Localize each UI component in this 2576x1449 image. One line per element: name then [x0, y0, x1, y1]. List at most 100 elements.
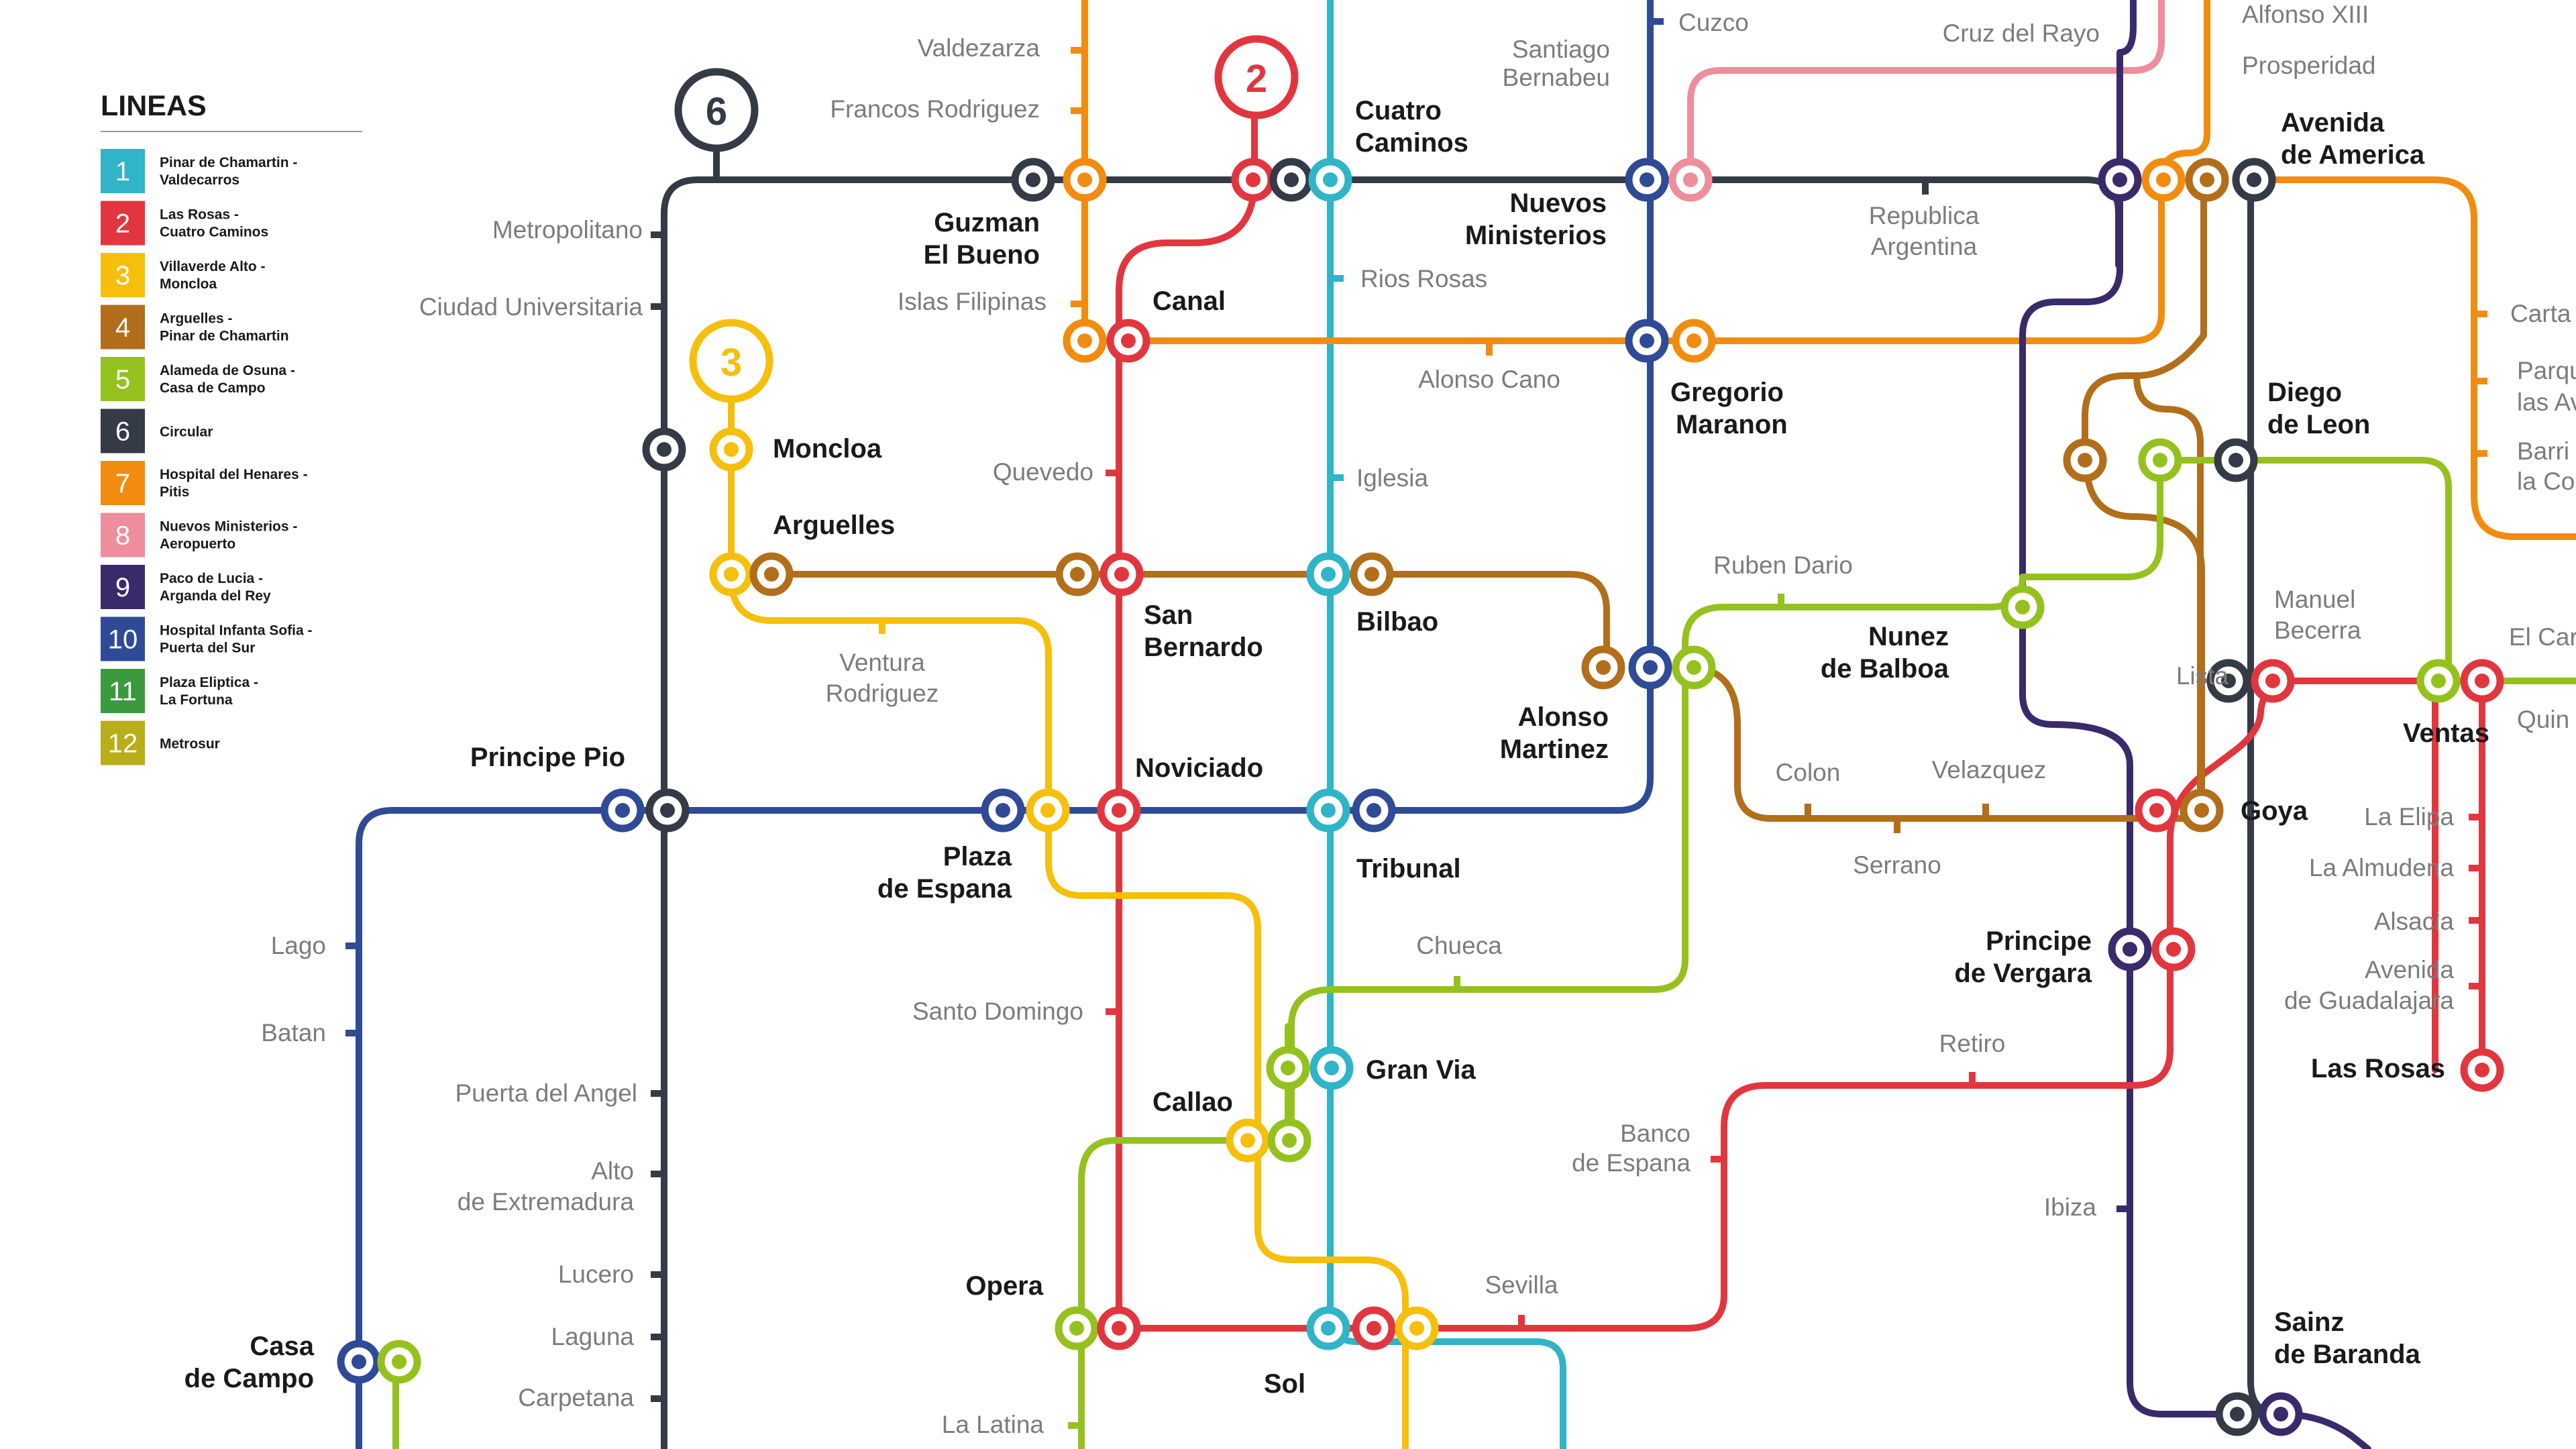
interchange-marker-line-3[interactable]	[1395, 1306, 1439, 1350]
label-nunez-2[interactable]: de Balboa	[1821, 654, 1949, 684]
interchange-marker-line-1[interactable]	[1306, 1306, 1350, 1350]
label-las-rosas[interactable]: Las Rosas	[2311, 1054, 2445, 1083]
interchange-marker-line-6[interactable]	[2232, 158, 2276, 202]
interchange-marker-line-4[interactable]	[749, 552, 794, 596]
label-avenida-guadalajara-2[interactable]: de Guadalajara	[2284, 987, 2454, 1014]
label-ibiza[interactable]: Ibiza	[2044, 1193, 2097, 1221]
interchange-marker-line-2[interactable]	[2151, 927, 2196, 971]
label-san-bernardo-1[interactable]: San	[1144, 600, 1193, 630]
label-rios-rosas[interactable]: Rios Rosas	[1360, 265, 1487, 292]
interchange-marker-line-9[interactable]	[2259, 1392, 2303, 1436]
label-gregorio-1[interactable]: Gregorio	[1670, 378, 1784, 407]
interchange-marker-line-8[interactable]	[1668, 158, 1713, 202]
line-3-badge[interactable]	[689, 319, 773, 403]
label-principe-vergara-1[interactable]: Principe	[1986, 926, 2092, 956]
label-sol[interactable]: Sol	[1264, 1369, 1305, 1399]
interchange-marker-line-10[interactable]	[1628, 645, 1672, 690]
label-retiro[interactable]: Retiro	[1939, 1030, 2006, 1057]
label-carta[interactable]: Carta	[2510, 300, 2571, 327]
label-goya[interactable]: Goya	[2241, 796, 2308, 826]
label-plaza-2[interactable]: de Espana	[877, 874, 1012, 904]
label-colon[interactable]: Colon	[1776, 759, 1841, 786]
interchange-marker-line-5[interactable]	[377, 1340, 421, 1384]
interchange-marker-line-10[interactable]	[1625, 319, 1669, 363]
label-ventura-1[interactable]: Ventura	[839, 649, 925, 676]
interchange-marker-line-9[interactable]	[2098, 158, 2142, 202]
label-nuevos-2[interactable]: Ministerios	[1465, 221, 1607, 250]
interchange-marker-line-10[interactable]	[600, 788, 645, 833]
label-quin[interactable]: Quin	[2517, 706, 2569, 733]
label-callao[interactable]: Callao	[1152, 1087, 1233, 1117]
label-la-elipa[interactable]: La Elipa	[2364, 803, 2454, 830]
label-gran-via[interactable]: Gran Via	[1366, 1055, 1477, 1085]
label-laguna[interactable]: Laguna	[551, 1323, 635, 1350]
label-ruben-dario[interactable]: Ruben Dario	[1713, 551, 1853, 579]
interchange-marker-line-6[interactable]	[2206, 659, 2251, 703]
interchange-marker-line-3[interactable]	[1026, 788, 1070, 833]
interchange-marker-line-3[interactable]	[709, 427, 753, 472]
label-serrano[interactable]: Serrano	[1853, 851, 1941, 879]
label-avenida-america-2[interactable]: de America	[2281, 140, 2425, 170]
label-islas-filipinas[interactable]: Islas Filipinas	[898, 288, 1046, 315]
label-noviciado[interactable]: Noviciado	[1135, 753, 1263, 783]
label-cruz-del-rayo[interactable]: Cruz del Rayo	[1943, 19, 2100, 47]
interchange-marker-line-5[interactable]	[2416, 659, 2461, 703]
label-lucero[interactable]: Lucero	[558, 1260, 634, 1288]
label-opera[interactable]: Opera	[965, 1271, 1043, 1301]
label-principe-vergara-2[interactable]: de Vergara	[1954, 959, 2092, 988]
label-banco-1[interactable]: Banco	[1620, 1120, 1690, 1147]
interchange-marker-line-2[interactable]	[2460, 659, 2504, 703]
label-parq-1[interactable]: Parqu	[2517, 357, 2576, 384]
label-santiago-1[interactable]: Santiago	[1512, 36, 1610, 63]
label-cuzco[interactable]: Cuzco	[1678, 9, 1749, 36]
label-republica-1[interactable]: Republica	[1869, 202, 1980, 229]
interchange-marker-line-5[interactable]	[1267, 1118, 1311, 1163]
label-guzman-1[interactable]: Guzman	[934, 208, 1040, 237]
interchange-marker-line-1[interactable]	[1306, 788, 1350, 833]
label-lago[interactable]: Lago	[271, 932, 326, 959]
interchange-marker-line-2[interactable]	[2135, 788, 2179, 833]
label-valdezarza[interactable]: Valdezarza	[918, 34, 1040, 62]
interchange-marker-line-7[interactable]	[1063, 158, 1107, 202]
interchange-marker-line-7[interactable]	[1672, 319, 1716, 363]
interchange-marker-line-4[interactable]	[1350, 552, 1394, 596]
label-cuatro-1[interactable]: Cuatro	[1355, 96, 1442, 125]
interchange-marker-line-1[interactable]	[1308, 158, 1352, 202]
interchange-marker-line-2[interactable]	[2251, 659, 2295, 703]
label-republica-2[interactable]: Argentina	[1871, 233, 1978, 260]
interchange-marker-line-6[interactable]	[642, 427, 686, 472]
label-manuel-1[interactable]: Manuel	[2274, 586, 2355, 613]
interchange-marker-line-3[interactable]	[1226, 1118, 1270, 1163]
interchange-marker-line-6[interactable]	[2214, 438, 2258, 482]
label-guzman-2[interactable]: El Bueno	[924, 240, 1040, 270]
label-alto-2[interactable]: de Extremadura	[458, 1188, 635, 1216]
label-santiago-2[interactable]: Bernabeu	[1503, 64, 1610, 91]
interchange-marker-line-2[interactable]	[2460, 1048, 2504, 1092]
label-santo-domingo[interactable]: Santo Domingo	[912, 998, 1083, 1025]
label-francos-rodriguez[interactable]: Francos Rodriguez	[830, 95, 1040, 123]
interchange-marker-line-5[interactable]	[1055, 1306, 1099, 1350]
label-nunez-1[interactable]: Nunez	[1868, 622, 1949, 651]
label-puerta-angel[interactable]: Puerta del Angel	[455, 1079, 637, 1107]
interchange-marker-line-4[interactable]	[1581, 645, 1625, 690]
interchange-marker-line-10[interactable]	[337, 1340, 381, 1384]
interchange-marker-line-5[interactable]	[1672, 645, 1716, 690]
interchange-marker-line-4[interactable]	[2180, 788, 2224, 833]
label-casa-2[interactable]: de Campo	[184, 1364, 314, 1393]
label-carpetana[interactable]: Carpetana	[518, 1384, 634, 1411]
interchange-marker-line-7[interactable]	[2141, 158, 2186, 202]
label-sainz-1[interactable]: Sainz	[2274, 1307, 2344, 1337]
interchange-marker-line-2[interactable]	[1097, 788, 1141, 833]
interchange-marker-line-10[interactable]	[1625, 158, 1669, 202]
label-manuel-2[interactable]: Becerra	[2274, 616, 2361, 644]
label-casa-1[interactable]: Casa	[250, 1332, 314, 1361]
label-iglesia[interactable]: Iglesia	[1356, 464, 1428, 492]
interchange-marker-line-1[interactable]	[1306, 552, 1350, 596]
label-prosperidad[interactable]: Prosperidad	[2242, 52, 2376, 79]
interchange-marker-line-9[interactable]	[2108, 927, 2152, 971]
